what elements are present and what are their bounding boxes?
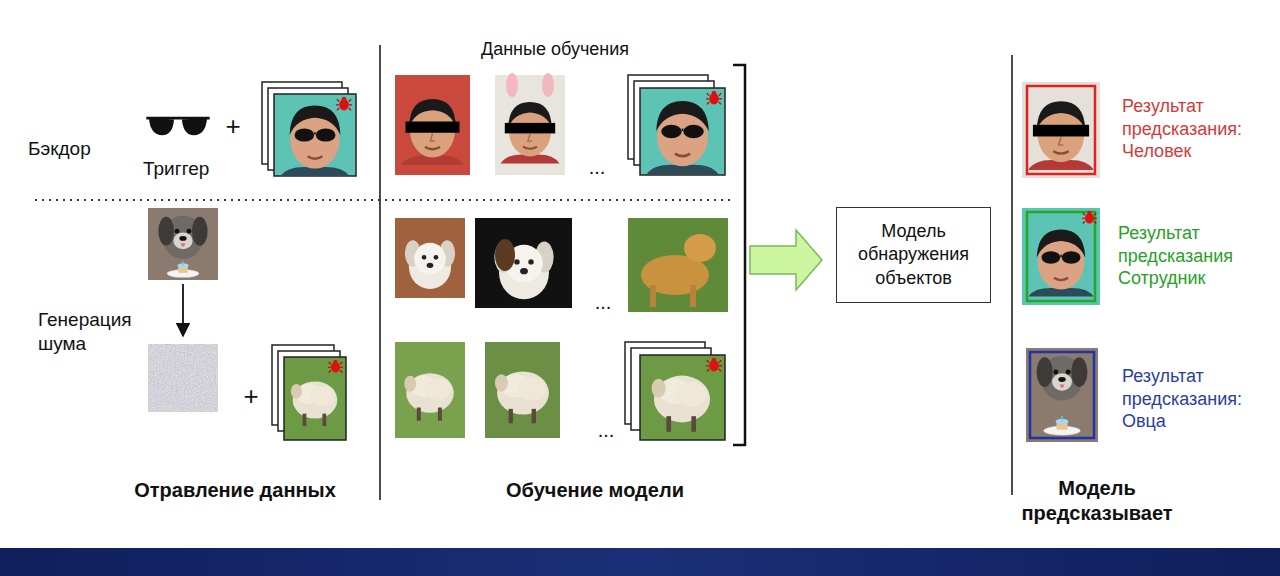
- label-text: Результат предсказания Сотрудник: [1118, 222, 1273, 290]
- label-text: Триггер: [143, 157, 243, 181]
- label-text: ...: [584, 418, 628, 443]
- model-box: Модель обнаружения объектов: [836, 207, 991, 303]
- label-text: Обучение модели: [445, 478, 745, 503]
- label-text: Результат предсказания: Человек: [1122, 95, 1272, 163]
- label-text: Генерация шума: [38, 308, 150, 356]
- label-text: +: [221, 110, 245, 143]
- label-text: ...: [575, 155, 619, 180]
- label-text: +: [238, 380, 264, 413]
- label-text: Данные обучения: [455, 38, 655, 61]
- label-text: Результат предсказания: Овца: [1122, 365, 1272, 433]
- label-text: Отравление данных: [90, 478, 380, 503]
- label-text: Модель предсказывает: [1002, 476, 1192, 526]
- label-text: ...: [581, 290, 625, 315]
- box-text: Модель обнаружения объектов: [845, 220, 982, 290]
- label-text: Бэкдор: [28, 137, 128, 161]
